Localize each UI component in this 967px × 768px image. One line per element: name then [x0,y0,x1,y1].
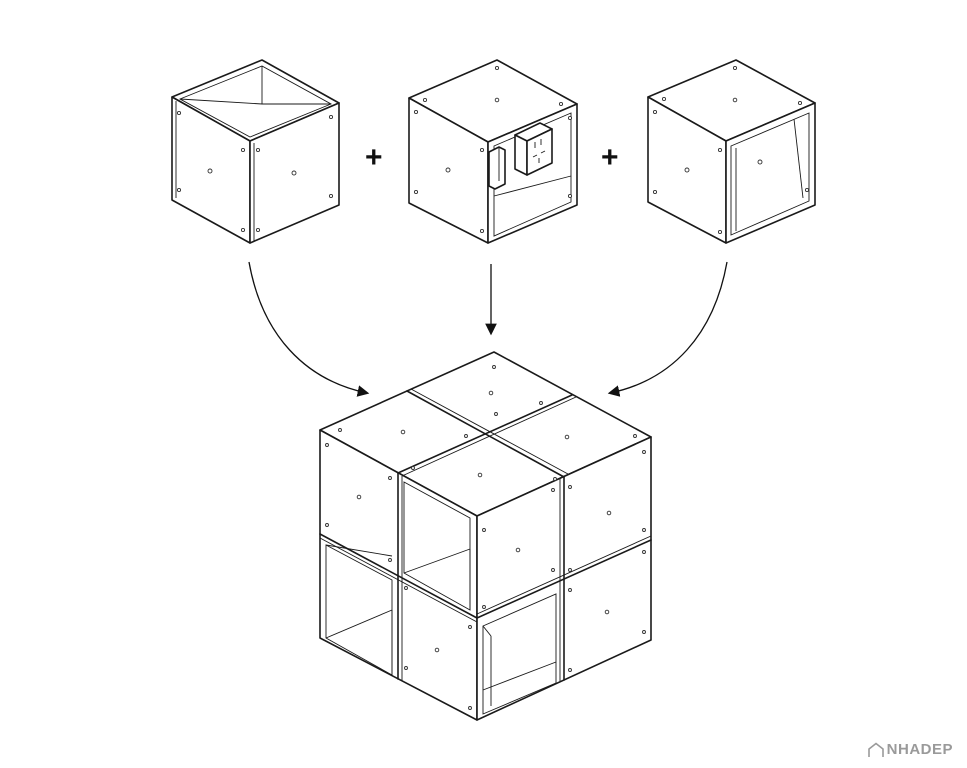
power-outlet-icon-2 [488,146,506,190]
arrow-right [607,261,728,397]
outlet-box-module [408,59,578,244]
house-icon [867,741,884,757]
open-box-module [171,59,340,244]
plus-sign-2: + [601,141,619,174]
power-outlet-icon [514,122,553,176]
plus-sign-1: + [365,141,383,174]
watermark: NHADEP [867,741,953,758]
side-open-box-module [647,59,816,244]
arrow-left [248,261,370,397]
watermark-text: NHADEP [886,741,953,758]
assembled-cube [319,351,652,721]
